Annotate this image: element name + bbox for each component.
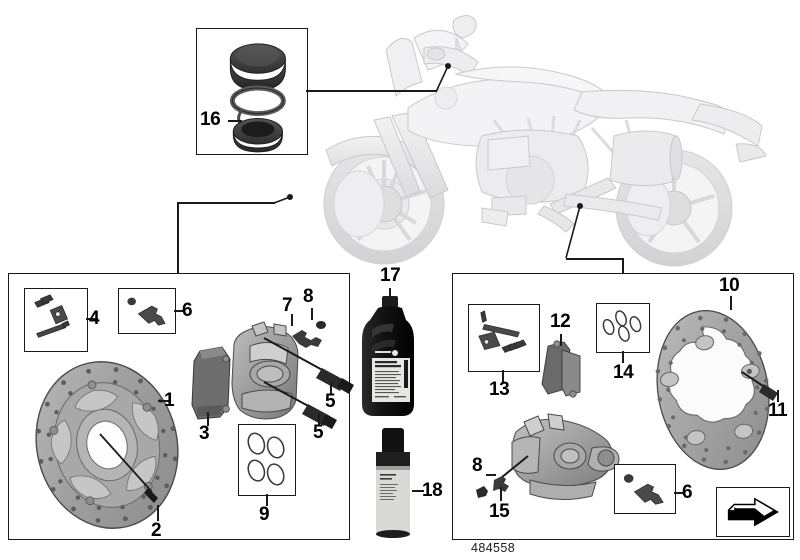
leader-rear-disc-hook <box>565 203 583 259</box>
callout-2: 2 <box>151 520 162 541</box>
leader-6-rear <box>674 492 684 494</box>
leader-12 <box>560 334 562 346</box>
front-hardware-kit-parts <box>34 294 70 338</box>
leader-rear-panel-v <box>622 258 624 273</box>
front-seal-kit-inset <box>238 424 296 496</box>
direction-of-travel-arrow-icon <box>727 497 779 527</box>
callout-14: 14 <box>613 362 634 383</box>
leader-2 <box>157 505 159 521</box>
leader-reservoir-hook <box>435 63 451 93</box>
leader-7 <box>291 314 293 326</box>
leader-8a <box>311 308 313 320</box>
callout-3: 3 <box>199 423 210 444</box>
leader-3 <box>207 412 209 426</box>
rear-bleed-nipple-inset <box>614 464 676 514</box>
rear-brake-assembly-panel <box>452 273 794 540</box>
front-seal-kit-parts <box>247 432 285 486</box>
callout-15: 15 <box>489 501 510 522</box>
leader-11 <box>777 390 779 402</box>
rear-brake-caliper <box>511 413 620 500</box>
callout-18: 18 <box>422 480 443 501</box>
reservoir-cap-inset <box>196 28 308 155</box>
front-brake-assembly-panel <box>8 273 350 540</box>
leader-13 <box>502 370 504 382</box>
brake-fluid-bottle <box>362 296 414 416</box>
brake-cleaner-spray-can <box>376 428 410 538</box>
front-bleed-nipple-parts <box>127 297 166 326</box>
front-bleed-nipple-inset <box>118 288 176 334</box>
callout-9: 9 <box>259 504 270 525</box>
rear-hardware-kit-inset <box>468 304 540 372</box>
motorcycle-illustration <box>296 8 798 267</box>
callout-17: 17 <box>380 265 401 286</box>
callout-6-front: 6 <box>182 300 193 321</box>
leader-6-front <box>174 310 185 312</box>
leader-front-disc-hook <box>273 194 293 204</box>
leader-4 <box>86 318 98 320</box>
callout-13: 13 <box>489 379 510 400</box>
leader-rear-panel-h <box>566 258 623 260</box>
rear-seal-kit-parts <box>602 310 642 342</box>
callout-8-front: 8 <box>303 286 314 307</box>
leader-16 <box>228 120 242 122</box>
front-brake-pads <box>191 346 231 420</box>
rear-seal-kit-inset <box>596 303 650 353</box>
rear-brake-disc <box>655 309 770 471</box>
leader-18 <box>412 490 424 492</box>
front-bleed-nipple-detail <box>292 321 326 348</box>
leader-15 <box>500 487 502 501</box>
callout-6-rear: 6 <box>682 482 693 503</box>
leader-front-panel-v <box>177 202 179 273</box>
front-brake-disc <box>35 361 179 529</box>
leader-8b <box>486 474 496 476</box>
rear-bleed-nipple-parts <box>623 474 664 505</box>
callout-1: 1 <box>164 390 175 411</box>
diagram-part-number: 484558 <box>471 541 516 555</box>
callout-11: 11 <box>768 400 788 421</box>
rear-brake-pads <box>541 340 581 398</box>
callout-5-lower: 5 <box>313 422 324 443</box>
leader-17 <box>389 288 391 302</box>
callout-5-upper: 5 <box>325 391 336 412</box>
leader-9 <box>266 494 268 506</box>
rear-hardware-kit-parts <box>478 310 527 353</box>
front-brake-caliper <box>231 321 299 420</box>
reservoir-cap-parts <box>229 43 286 153</box>
callout-12: 12 <box>550 311 571 332</box>
leader-14 <box>622 351 624 363</box>
rear-disc-bolt <box>741 371 778 401</box>
rear-bleed-nipple-detail <box>476 455 529 498</box>
direction-of-travel-box <box>716 487 790 537</box>
callout-7: 7 <box>282 295 293 316</box>
leader-1 <box>158 400 170 402</box>
callout-4: 4 <box>89 308 100 329</box>
leader-front-panel-h <box>177 202 275 204</box>
front-caliper-bolts <box>263 337 354 429</box>
front-hardware-kit-inset <box>24 288 88 352</box>
leader-10 <box>730 296 732 310</box>
callout-10: 10 <box>719 275 740 296</box>
leader-5b <box>318 413 320 425</box>
callout-8-rear: 8 <box>472 455 483 476</box>
callout-16: 16 <box>200 109 221 130</box>
leader-5a <box>330 382 332 394</box>
front-disc-bolt <box>99 433 158 503</box>
leader-reservoir <box>306 90 436 92</box>
